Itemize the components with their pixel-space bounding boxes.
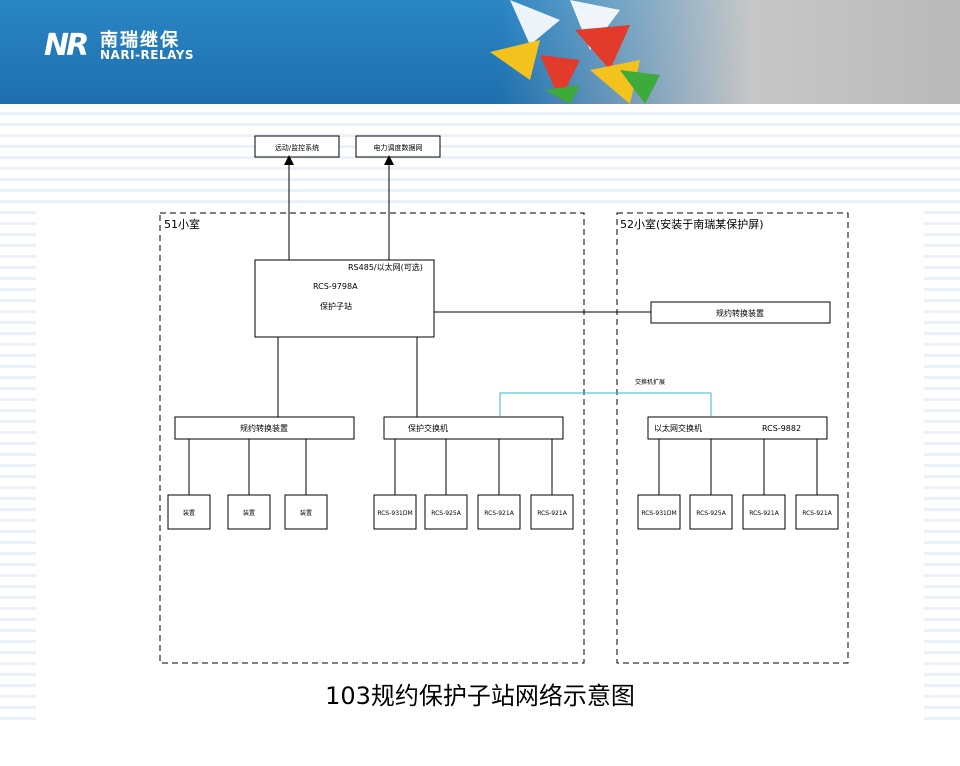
header-banner: NR 南瑞继保 NARI-RELAYS [0,0,960,104]
switch-left-box [174,416,355,440]
room-51-border [159,212,585,664]
device-left-3-label: 装置 [300,509,312,517]
room-52-note: 交换机扩展 [635,378,665,386]
diagram-panel [36,206,924,766]
protection-substation-box [254,259,435,338]
star-logo-graphic [490,0,660,104]
device-mid-4-label: RCS-921A [537,510,567,517]
logo-english-name: NARI-RELAYS [100,48,195,62]
switch-right-model-label: RCS-9882 [762,424,801,433]
substation-name-label: 保护子站 [320,301,352,311]
device-left-2-label: 装置 [243,509,255,517]
monitoring-system-box [254,135,340,158]
device-left-1-label: 装置 [183,509,195,517]
switch-mid-box [383,416,564,440]
device-right-2-box [689,494,733,530]
device-right-4-label: RCS-921A [802,510,832,517]
dispatch-network-label: 电力调度数据网 [374,143,423,152]
substation-model-label: RCS-9798A [313,282,358,291]
device-mid-1-label: RCS-931DM [377,510,412,517]
device-right-4-box [795,494,839,530]
device-mid-2-box [424,494,468,530]
slide-title: 103规约保护子站网络示意图 [325,682,635,710]
device-left-2-box [227,494,271,530]
room-52-border [616,212,849,664]
logo-chinese-name: 南瑞继保 [100,30,180,51]
device-right-2-label: RCS-925A [696,510,726,517]
device-mid-1-box [373,494,417,530]
device-left-1-box [167,494,211,530]
device-mid-3-label: RCS-921A [484,510,514,517]
room-52-label: 52小室(安装于南瑞某保护屏) [620,217,764,231]
dispatch-network-box [355,135,441,158]
inter-room-fiber-link [499,392,712,417]
device-mid-3-box [477,494,521,530]
room-51-label: 51小室 [164,217,200,231]
device-mid-4-box [530,494,574,530]
substation-comm-label: RS485/以太网(可选) [348,262,423,272]
network-diagram: 远动/监控系统 电力调度数据网 51小室 52小室(安装于南瑞某保护屏) RS4… [159,135,849,664]
device-left-3-box [284,494,328,530]
converter-right-label: 规约转换装置 [716,308,764,318]
monitoring-system-label: 远动/监控系统 [275,143,319,152]
converter-right-box [650,301,831,324]
switch-mid-label: 保护交换机 [408,423,448,433]
switch-right-left-label: 以太网交换机 [654,423,702,433]
device-right-1-box [637,494,681,530]
switch-right-box [647,416,828,440]
device-right-3-label: RCS-921A [749,510,779,517]
switch-left-label: 规约转换装置 [240,423,288,433]
device-mid-2-label: RCS-925A [431,510,461,517]
logo-mark: NR [44,28,89,63]
device-right-1-label: RCS-931DM [641,510,676,517]
device-right-3-box [742,494,786,530]
